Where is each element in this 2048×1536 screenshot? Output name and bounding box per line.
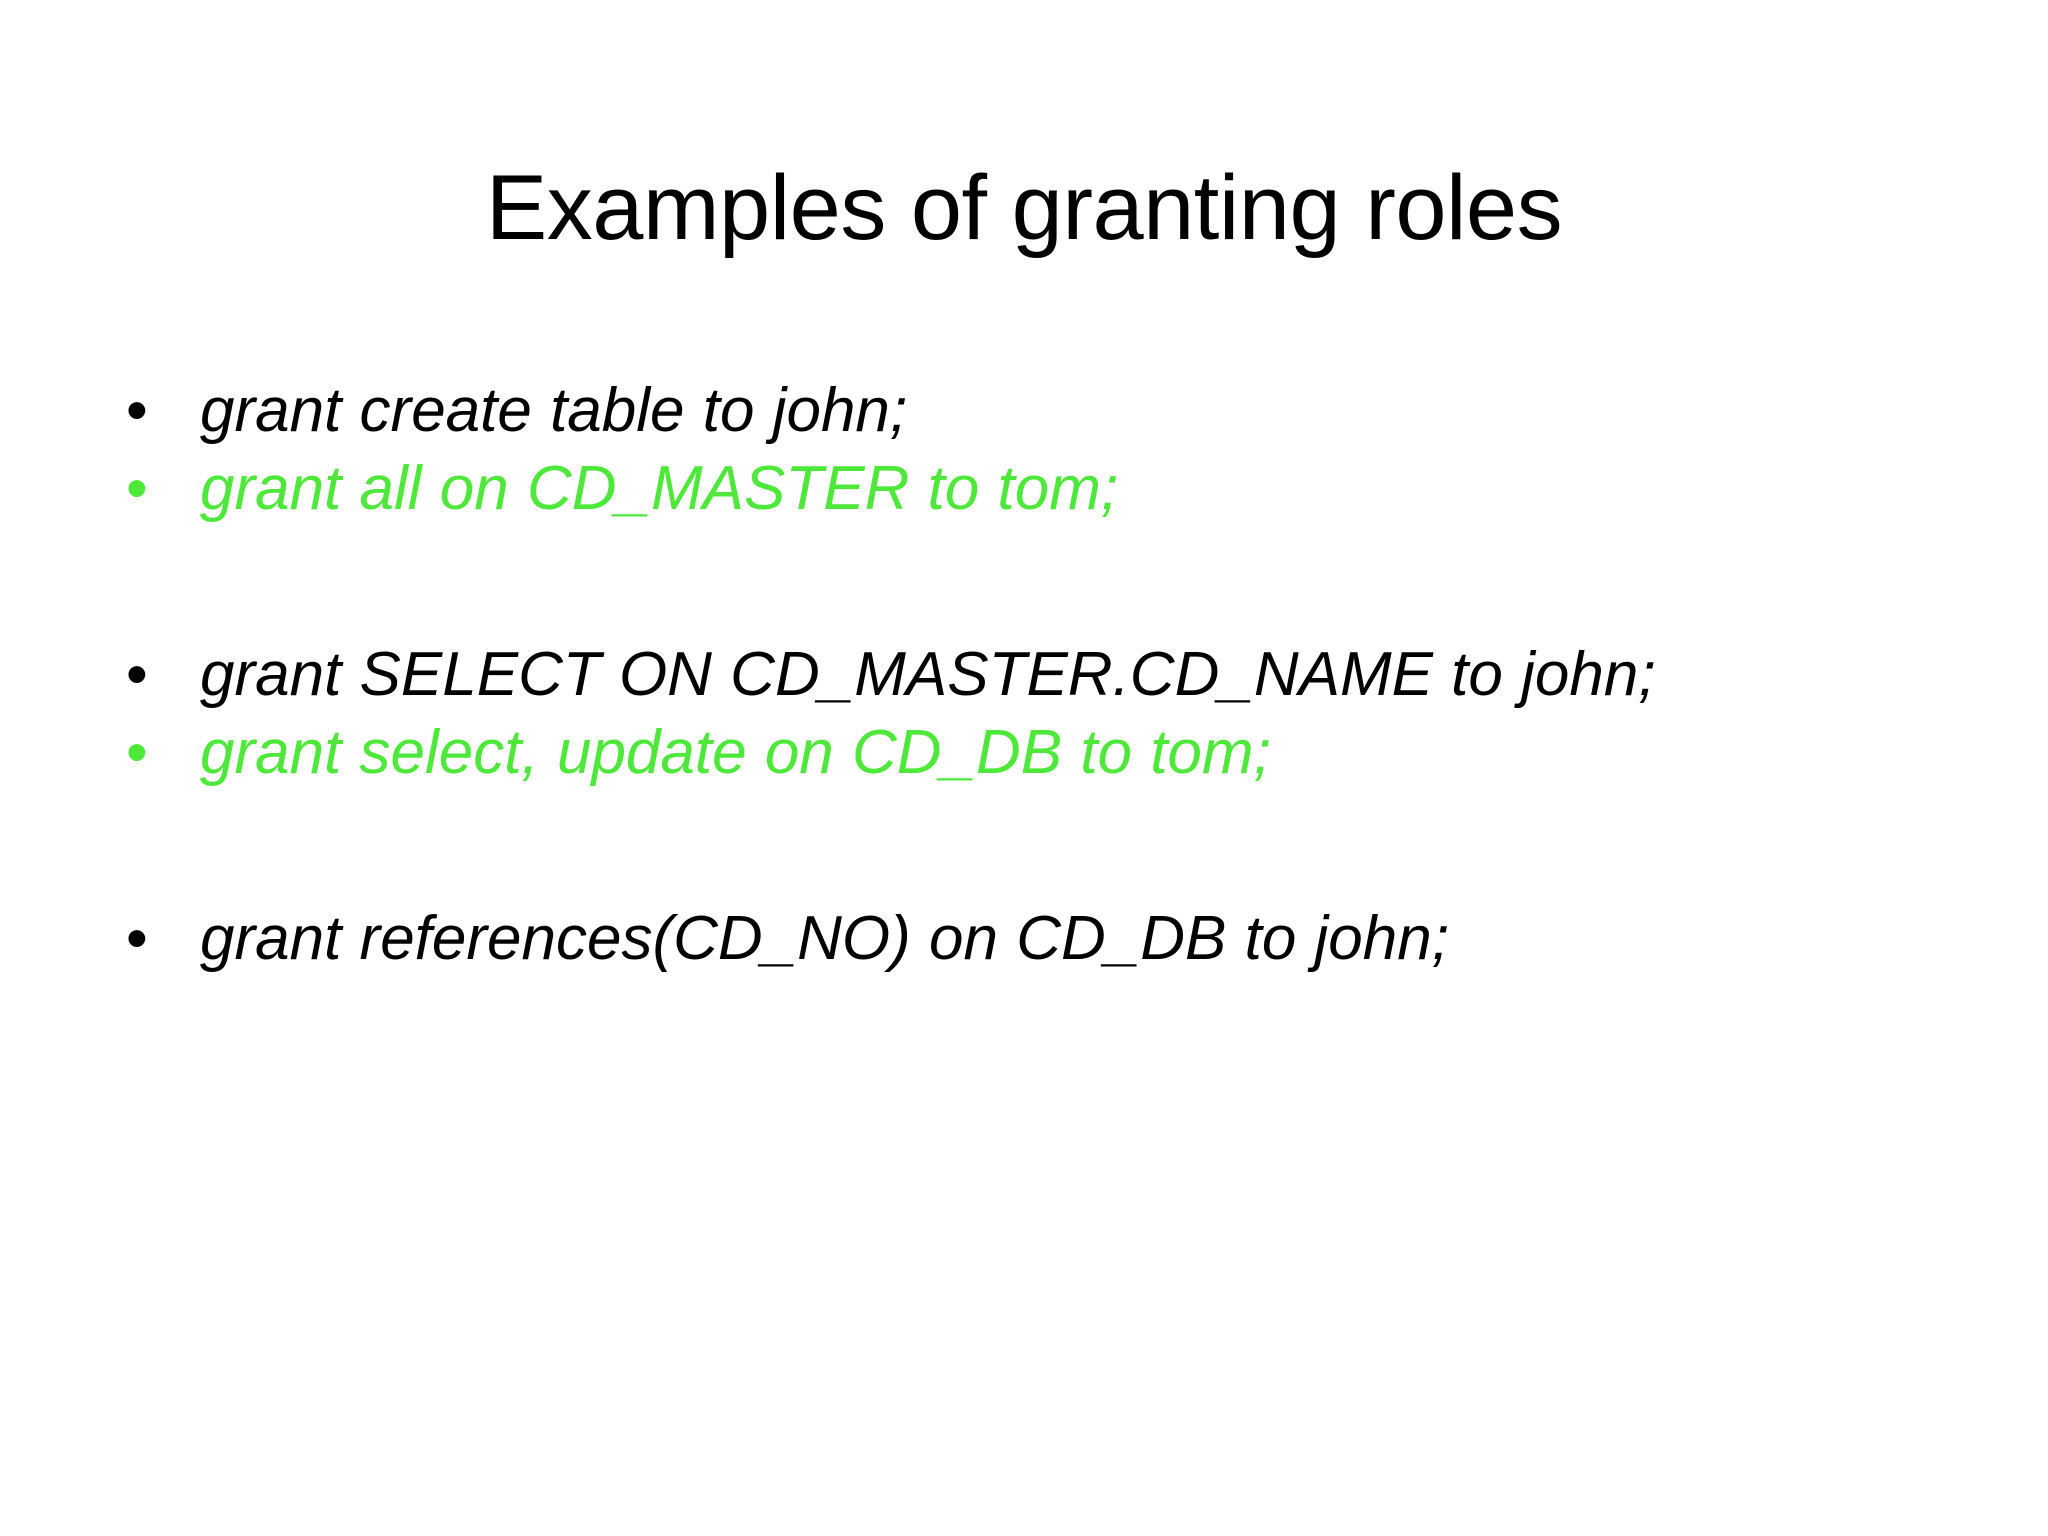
bullet-list: • grant create table to john; • grant al… [108, 372, 1988, 979]
bullet-point-icon: • [126, 376, 148, 445]
list-item-label: grant create table to john; [200, 376, 908, 445]
list-item-label: grant all on CD_MASTER to tom; [200, 454, 1119, 524]
list-item-label: grant SELECT ON CD_MASTER.CD_NAME to joh… [200, 640, 1656, 710]
list-item[interactable]: • grant all on CD_MASTER to tom; [108, 450, 1988, 528]
list-item[interactable]: • grant references(CD_NO) on CD_DB to jo… [108, 900, 1988, 978]
bullet-point-icon: • [126, 904, 148, 974]
list-item-spacer: • [108, 792, 1988, 900]
list-item-spacer: • [108, 528, 1988, 636]
list-item[interactable]: • grant select, update on CD_DB to tom; [108, 714, 1988, 792]
list-item-label: grant references(CD_NO) on CD_DB to john… [200, 904, 1449, 974]
list-item-label: grant select, update on CD_DB to tom; [200, 718, 1271, 788]
list-item[interactable]: • grant SELECT ON CD_MASTER.CD_NAME to j… [108, 636, 1988, 714]
page-title: Examples of granting roles [485, 156, 1563, 259]
bullet-point-icon: • [126, 718, 148, 788]
bullet-point-icon: • [126, 454, 148, 524]
bullet-point-icon: • [126, 640, 148, 710]
list-item[interactable]: • grant create table to john; [108, 372, 1988, 450]
